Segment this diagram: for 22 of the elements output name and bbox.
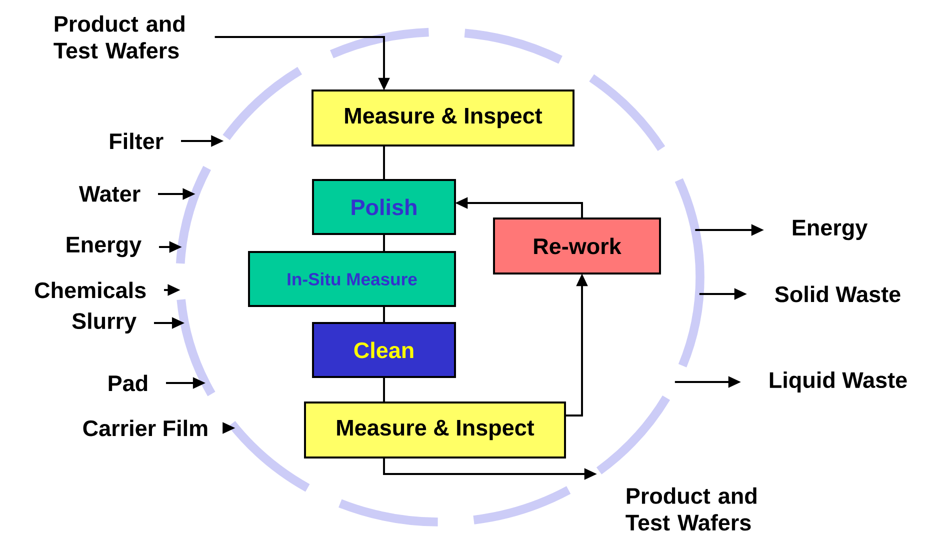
input-label: Slurry: [72, 312, 136, 334]
input-label: Water: [78, 186, 140, 202]
input-label: Filter: [110, 132, 164, 150]
output-label: Energy: [792, 220, 868, 240]
connector-line: [383, 234, 385, 252]
wafer-label: Product and Test Wafers: [626, 487, 756, 531]
process-box: Polish: [312, 179, 456, 235]
input-label: Energy: [66, 236, 142, 258]
input-label: Chemicals: [35, 282, 146, 298]
process-box: Re-work: [493, 218, 661, 274]
output-label: Liquid Waste: [770, 372, 907, 392]
connector-line: [383, 377, 385, 402]
output-label: Solid Waste: [775, 286, 900, 302]
wafer-label: Product and Test Wafers: [54, 15, 184, 59]
process-box: Measure & Inspect: [304, 402, 566, 458]
process-box: Measure & Inspect: [312, 90, 574, 146]
input-label: Pad: [108, 374, 148, 392]
input-label: Carrier Film: [83, 420, 208, 436]
connector-line: [383, 146, 385, 180]
connector-line: [383, 306, 385, 323]
process-box: In-Situ Measure: [248, 251, 456, 307]
process-box: Clean: [312, 322, 456, 378]
